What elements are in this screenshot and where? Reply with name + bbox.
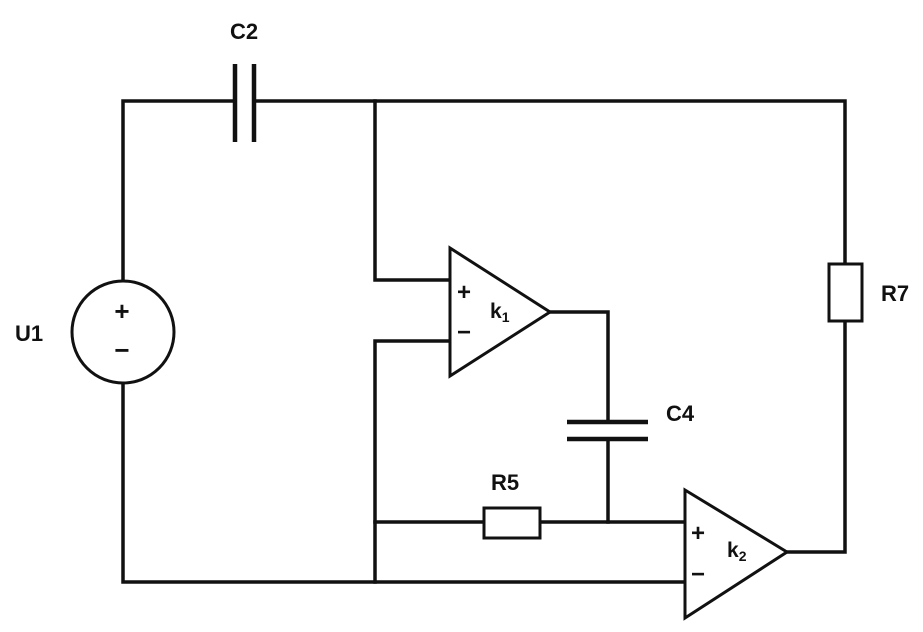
- resistor-r7: R7: [827, 262, 909, 323]
- wire-top-right: [253, 99, 847, 266]
- r5-body: [482, 506, 542, 540]
- k2-label-base: k: [727, 539, 739, 562]
- r5-label: R5: [491, 470, 519, 495]
- opamp-k2: + − k2: [683, 487, 790, 621]
- wires: [121, 99, 847, 584]
- opamp-k1: + − k1: [448, 245, 553, 379]
- wire-bottom: [121, 381, 687, 584]
- u1-plus-sign: +: [114, 296, 129, 326]
- wire-k1-noninverting: [373, 99, 452, 282]
- k2-minus-sign: −: [691, 561, 705, 588]
- k2-plus-sign: +: [691, 520, 705, 547]
- wire-k1-output: [548, 310, 610, 424]
- r7-body: [827, 262, 864, 323]
- k2-label-subscript: 2: [739, 548, 747, 564]
- r7-label: R7: [881, 281, 909, 306]
- k2-label: k2: [727, 539, 747, 564]
- k1-plus-sign: +: [457, 279, 471, 306]
- wire-k2-output: [785, 319, 847, 554]
- resistor-r5: R5: [482, 470, 542, 540]
- c4-label: C4: [666, 401, 695, 426]
- u1-circle: [70, 279, 176, 385]
- capacitor-c2: C2: [230, 19, 258, 142]
- voltage-source-u1: + − U1: [15, 279, 176, 385]
- k1-label-base: k: [490, 300, 502, 323]
- u1-minus-sign: −: [114, 335, 129, 365]
- k1-triangle: [448, 245, 553, 379]
- k2-triangle: [683, 487, 790, 621]
- u1-label: U1: [15, 321, 43, 346]
- c2-label: C2: [230, 19, 258, 44]
- k1-label-subscript: 1: [502, 309, 510, 325]
- capacitor-c4: C4: [567, 401, 695, 442]
- k1-label: k1: [490, 300, 510, 325]
- wire-top-left: [121, 99, 235, 283]
- k1-minus-sign: −: [457, 319, 471, 346]
- wire-k1-inverting: [373, 339, 452, 584]
